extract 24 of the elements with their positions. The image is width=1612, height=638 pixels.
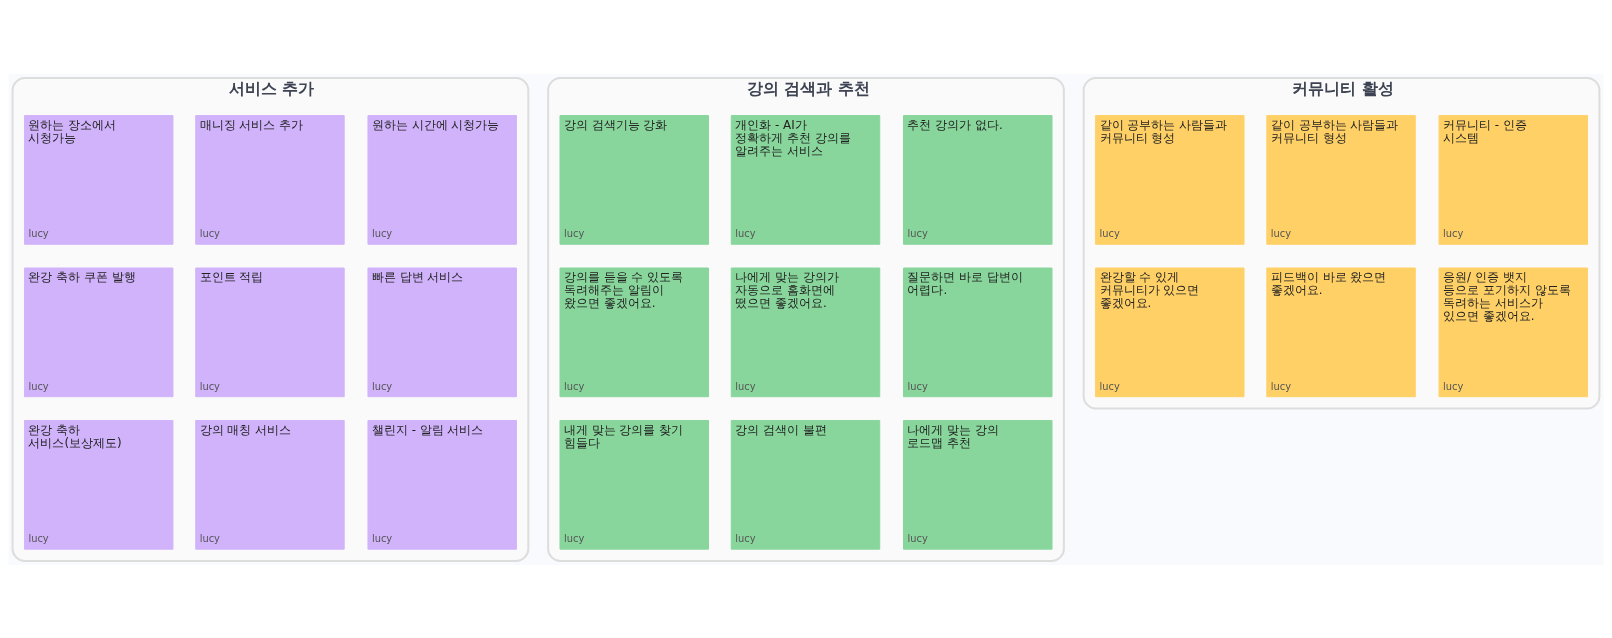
node-box: 응원/ 인증 뱃지 등으로 포기하지 않도록 독려하는 서비스가 있으면 좋겠어요. lucy <box>1438 267 1589 397</box>
node-box: 강의를 듣을 수 있도록 독려해주는 알림이 왔으면 좋겠어요. lucy <box>559 267 709 397</box>
node-box: 빠른 답변 서비스 lucy <box>367 267 517 397</box>
node-box: 강의 매칭 서비스 lucy <box>195 419 345 550</box>
node-box: 원하는 시간에 시청가능 lucy <box>367 114 517 245</box>
node-box: 강의 검색기능 강화 lucy <box>559 114 709 245</box>
node-box: 나에게 맞는 강의 로드맵 추천 lucy <box>903 419 1053 550</box>
node-box: 피드백이 바로 왔으면 좋겠어요. lucy <box>1266 267 1416 397</box>
node-box: 완강 축하 쿠폰 발행 lucy <box>23 267 174 397</box>
node-box: 같이 공부하는 사람들과 커뮤니티 형성 lucy <box>1095 114 1245 245</box>
node-box: 커뮤니티 - 인증 시스템 lucy <box>1438 114 1589 245</box>
node-box: 추천 강의가 없다. lucy <box>903 114 1053 245</box>
node-box: 내게 맞는 강의를 찾기 힘들다 lucy <box>559 419 709 550</box>
node-box: 매니징 서비스 추가 lucy <box>195 114 345 245</box>
node-box: 질문하면 바로 답변이 어렵다. lucy <box>903 267 1053 397</box>
node-box: 완강 축하 서비스(보상제도) lucy <box>23 419 174 550</box>
node-box: 개인화 - AI가 정확하게 추천 강의를 알려주는 서비스 lucy <box>730 114 881 245</box>
node-box: 강의 검색이 불편 lucy <box>730 419 881 550</box>
node-box: 원하는 장소에서 시청가능 lucy <box>23 114 174 245</box>
node-box: 완강할 수 있게 커뮤니티가 있으면 좋겠어요. lucy <box>1095 267 1245 397</box>
node-box: 포인트 적립 lucy <box>195 267 345 397</box>
node-box: 같이 공부하는 사람들과 커뮤니티 형성 lucy <box>1266 114 1416 245</box>
node-box: 나에게 맞는 강의가 자동으로 홈화면에 떴으면 좋겠어요. lucy <box>730 267 881 397</box>
node-box: 챌린지 - 알림 서비스 lucy <box>367 419 517 550</box>
